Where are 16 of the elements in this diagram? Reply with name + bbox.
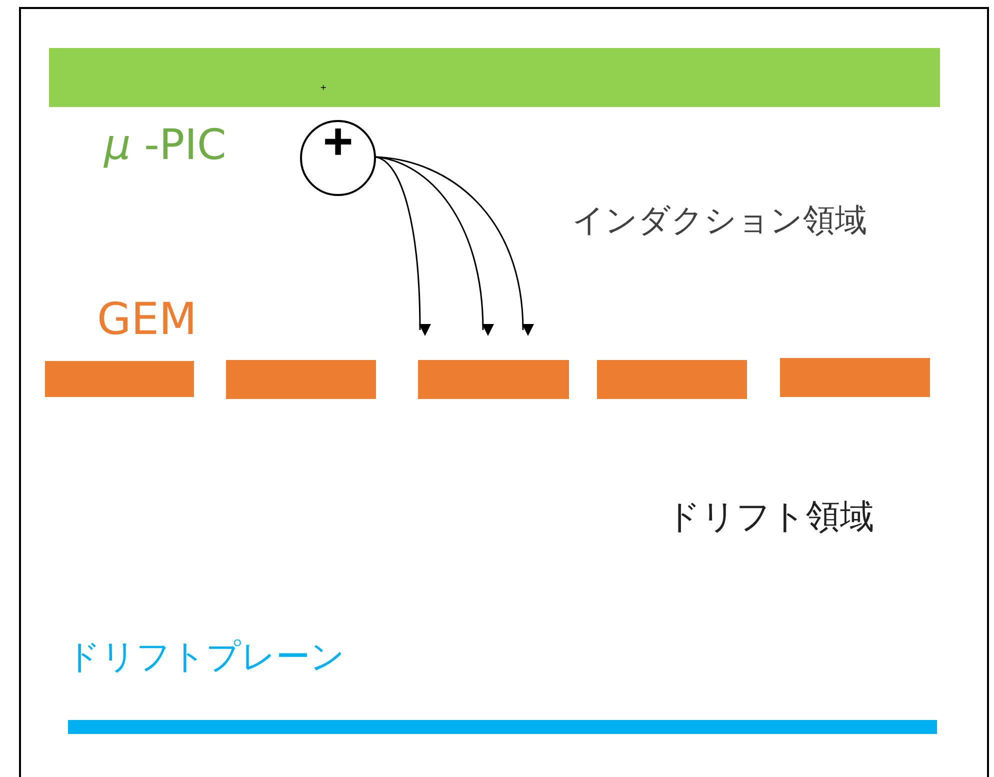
gem-electrode bbox=[780, 358, 930, 397]
arrow bbox=[376, 156, 534, 336]
drift-plane bbox=[68, 720, 937, 734]
plus-sign: + bbox=[322, 116, 354, 173]
gem-electrode bbox=[418, 360, 569, 399]
layer-label: GEM bbox=[97, 298, 197, 342]
gem-electrode bbox=[226, 360, 376, 399]
plus-sign: + bbox=[320, 84, 327, 92]
gem-electrode bbox=[597, 360, 747, 399]
gem-electrode bbox=[45, 361, 194, 397]
region-label: ドリフト領域 bbox=[666, 500, 874, 534]
layer-label: ドリフトプレーン bbox=[66, 640, 345, 674]
arrow bbox=[376, 156, 431, 336]
region-label: インダクション領域 bbox=[572, 204, 867, 236]
micro-pic-plate bbox=[49, 48, 940, 107]
layer-label: μ -PIC bbox=[104, 124, 226, 166]
